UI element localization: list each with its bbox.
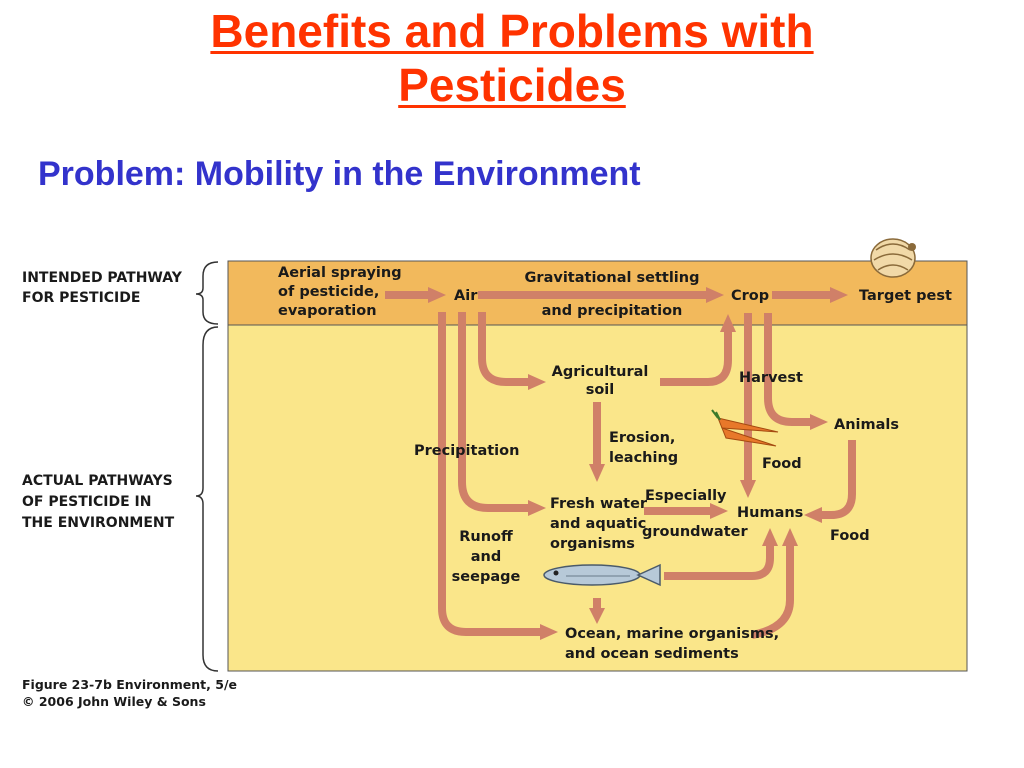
especially-label-line-2: groundwater [642, 524, 748, 540]
intended-label-line-2: FOR PESTICIDE [22, 290, 140, 306]
actual-label-line-1: ACTUAL PATHWAYS [22, 473, 173, 489]
arrow-air-to-crop [478, 287, 724, 303]
arrow-air-to-ocean [438, 312, 558, 640]
arrow-precipitation-to-freshwater [458, 312, 546, 516]
aerial-label-line-3: evaporation [278, 303, 377, 319]
arrow-freshwater-to-humans [644, 503, 728, 519]
ag-soil-label-line-2: soil [586, 382, 615, 398]
arrow-crop-to-animals [764, 313, 828, 430]
arrow-air-to-soil [478, 312, 546, 390]
air-label: Air [454, 288, 478, 304]
animals-label: Animals [834, 417, 899, 433]
ocean-label-line-2: and ocean sediments [565, 646, 739, 662]
ag-soil-label-line-1: Agricultural [552, 364, 649, 380]
carrot-icon [711, 409, 779, 447]
arrow-crop-to-target [772, 287, 848, 303]
actual-brace [195, 326, 219, 672]
figure-credit-line-2: © 2006 John Wiley & Sons [22, 694, 206, 709]
arrow-freshwater-to-ocean [589, 598, 605, 624]
intended-label-line-1: INTENDED PATHWAY [22, 270, 183, 286]
food-animals-label: Food [830, 528, 870, 544]
pesticide-pathway-diagram: INTENDED PATHWAY FOR PESTICIDE ACTUAL PA… [22, 238, 968, 709]
erosion-label-line-1: Erosion, [609, 430, 675, 446]
intended-pathway-label: INTENDED PATHWAY FOR PESTICIDE [22, 270, 183, 306]
runoff-label-line-2: and [471, 549, 502, 565]
arrow-animals-to-humans [804, 440, 856, 523]
title-line-1: Benefits and Problems with [210, 5, 814, 57]
arrow-soil-to-freshwater [589, 402, 605, 482]
arrow-fish-to-humans [664, 528, 778, 580]
erosion-label-line-2: leaching [609, 450, 678, 466]
arrow-crop-to-humans [740, 313, 756, 498]
aerial-label-line-2: of pesticide, [278, 284, 379, 300]
especially-label-line-1: Especially [645, 488, 727, 504]
precipitation-top-label: and precipitation [542, 303, 683, 319]
humans-label: Humans [737, 505, 803, 521]
slide-subtitle: Problem: Mobility in the Environment [38, 155, 641, 193]
arrow-soil-to-crop [660, 314, 736, 386]
target-pest-icon [870, 238, 916, 278]
arrow-ocean-to-humans [751, 528, 798, 639]
precipitation-label: Precipitation [414, 443, 519, 459]
ocean-label-line-1: Ocean, marine organisms, [565, 626, 779, 642]
title-line-2: Pesticides [398, 59, 626, 111]
intended-brace [195, 261, 219, 325]
fresh-water-label-line-1: Fresh water [550, 496, 648, 512]
food-carrot-label: Food [762, 456, 802, 472]
fish-icon [543, 563, 661, 587]
crop-label: Crop [731, 288, 769, 304]
figure-credit-line-1: Figure 23-7b Environment, 5/e [22, 677, 237, 692]
fresh-water-label-line-3: organisms [550, 536, 635, 552]
actual-label-line-2: OF PESTICIDE IN [22, 494, 151, 510]
runoff-label-line-3: seepage [452, 569, 521, 585]
aerial-label-line-1: Aerial spraying [278, 265, 402, 281]
actual-pathways-label: ACTUAL PATHWAYS OF PESTICIDE IN THE ENVI… [22, 473, 175, 531]
fresh-water-label-line-2: and aquatic [550, 516, 646, 532]
actual-label-line-3: THE ENVIRONMENT [22, 515, 175, 531]
gravitational-label: Gravitational settling [525, 270, 700, 286]
harvest-label: Harvest [739, 370, 803, 386]
slide-title: Benefits and Problems with Pesticides [0, 4, 1024, 112]
target-pest-label: Target pest [859, 288, 952, 304]
runoff-label-line-1: Runoff [459, 529, 513, 545]
arrow-aerial-to-air [385, 287, 446, 303]
